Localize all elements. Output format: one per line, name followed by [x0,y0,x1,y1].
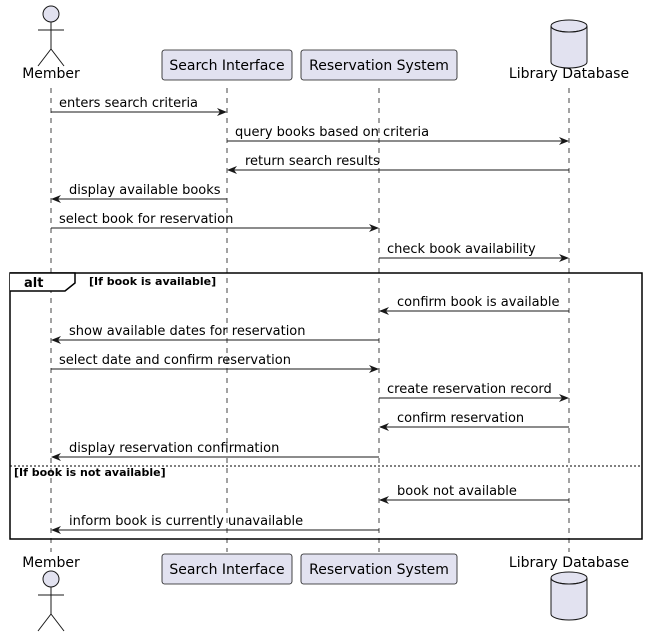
message-label: check book availability [387,242,536,257]
participant-box [300,49,458,81]
fragment-guard-unavailable: [If book is not available] [14,466,166,479]
message-label: display available books [69,183,221,198]
participant-label: Library Database [509,555,629,571]
database-body [550,26,588,69]
message-label: select book for reservation [59,212,233,227]
message-3[interactable]: return search results [227,154,569,174]
participant-reservation-system-top[interactable]: Reservation System [300,49,458,81]
fragment-tab [10,272,76,292]
participant-search-interface-bottom[interactable]: Search Interface [161,553,293,585]
fragment-keyword: alt [24,276,43,291]
message-4[interactable]: display available books [51,183,227,203]
participant-reservation-system-bottom[interactable]: Reservation System [300,553,458,585]
participant-label: Reservation System [309,562,449,578]
message-8[interactable]: show available dates for reservation [51,324,379,344]
message-label: create reservation record [387,382,552,397]
message-6[interactable]: check book availability [379,242,569,262]
message-7[interactable]: confirm book is available [379,295,569,315]
fragment-frame [9,272,643,540]
message-9[interactable]: select date and confirm reservation [51,353,379,373]
message-label: book not available [397,484,517,499]
participant-box [161,553,293,585]
participant-label: Library Database [509,66,629,82]
fragment-guard-available: [If book is available] [89,275,216,288]
message-label: inform book is currently unavailable [69,514,303,529]
participant-member-top[interactable]: Member [22,5,80,82]
actor-leg-right [50,613,65,632]
message-13[interactable]: book not available [379,484,569,504]
message-label: select date and confirm reservation [59,353,291,368]
participant-label: Search Interface [169,58,284,74]
message-1[interactable]: enters search criteria [51,96,227,116]
message-12[interactable]: display reservation confirmation [51,441,379,461]
participant-label: Search Interface [169,562,284,578]
database-body [550,578,588,621]
alt-fragment: alt [If book is available] [If book is not… [9,272,643,540]
message-label: show available dates for reservation [69,324,306,339]
message-5[interactable]: select book for reservation [51,212,379,232]
message-label: query books based on criteria [235,125,429,140]
participant-box [161,49,293,81]
actor-leg-left [37,613,52,632]
participant-library-database-top[interactable]: Library Database [509,19,629,82]
message-10[interactable]: create reservation record [379,382,569,402]
message-label: return search results [245,154,380,169]
participant-search-interface-top[interactable]: Search Interface [161,49,293,81]
message-14[interactable]: inform book is currently unavailable [51,514,379,534]
actor-head [42,570,60,588]
message-11[interactable]: confirm reservation [379,411,569,431]
participant-box [300,553,458,585]
actor-leg-right [50,48,65,67]
database-rim [550,25,588,33]
message-label: confirm book is available [397,295,559,310]
message-label: enters search criteria [59,96,198,111]
message-label: display reservation confirmation [69,441,279,456]
message-label: confirm reservation [397,411,524,426]
message-2[interactable]: query books based on criteria [227,125,569,145]
database-rim [550,577,588,585]
participant-label: Reservation System [309,58,449,74]
participant-library-database-bottom[interactable]: Library Database [509,555,629,621]
actor-leg-left [37,48,52,67]
participant-member-bottom[interactable]: Member [22,555,80,632]
participant-label: Member [22,555,80,571]
participant-label: Member [22,66,80,82]
actor-head [42,5,60,23]
